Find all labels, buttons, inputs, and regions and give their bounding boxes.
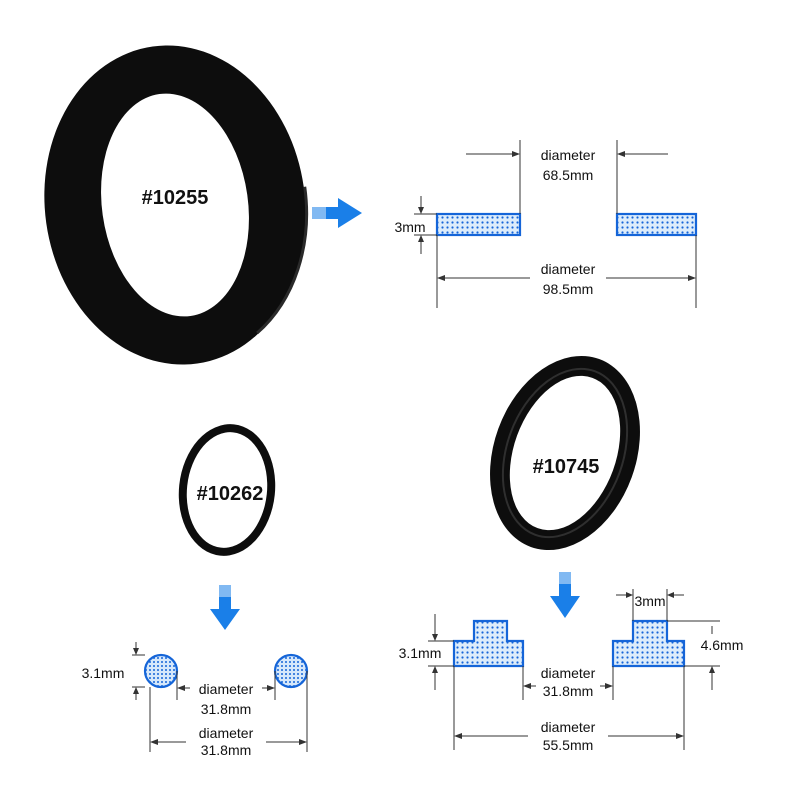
gasket-10262-part-number: #10262 (197, 483, 264, 505)
arrow-right-icon (312, 198, 362, 228)
gasket-10745-inner-lip (501, 367, 629, 539)
dim-10745-base-height: 3.1mm (399, 645, 442, 661)
gasket-10255-ring (44, 45, 306, 365)
dim-10255-outer-value: 98.5mm (543, 281, 594, 297)
gasket-10745-part-number: #10745 (533, 456, 600, 478)
gasket-10255-cross-section: diameter 68.5mm 3mm diameter 98.5mm (394, 140, 698, 308)
arrow-down-icon (550, 572, 580, 618)
section-10745-left (452, 619, 525, 668)
dim-10745-outer-label: diameter (541, 719, 596, 735)
gasket-10262: #10262 (178, 424, 276, 556)
gasket-10255: #10255 (44, 45, 309, 365)
dim-10745-outer-value: 55.5mm (543, 737, 594, 753)
dim-10745-inner-label: diameter (541, 665, 596, 681)
dim-10262-inner-label: diameter (199, 681, 254, 697)
gasket-10745-ring (490, 355, 640, 551)
section-10255-right (615, 212, 698, 237)
dim-10255-outer-label: diameter (541, 261, 596, 277)
dim-10262-thickness: 3.1mm (82, 665, 125, 681)
dim-10745-inner-value: 31.8mm (543, 683, 594, 699)
dim-10262-outer-value: 31.8mm (201, 742, 252, 758)
dim-10255-thickness: 3mm (394, 219, 425, 235)
dim-10745-step-width: 3mm (634, 593, 665, 609)
gasket-10745: #10745 (490, 355, 640, 551)
gasket-10255-edge-highlight (51, 47, 309, 362)
section-10262-right (273, 653, 309, 689)
dim-10255-inner-value: 68.5mm (543, 167, 594, 183)
gasket-10745-cross-section: 3mm 3.1mm 4.6mm diameter 31.8mm diameter (399, 589, 744, 753)
dim-10745-total-height: 4.6mm (701, 637, 744, 653)
dim-10262-outer-label: diameter (199, 725, 254, 741)
section-10745-right (611, 619, 686, 668)
section-10255-left (435, 212, 522, 237)
section-10262-left (143, 653, 179, 689)
dim-10255-inner-label: diameter (541, 147, 596, 163)
gasket-10255-part-number: #10255 (142, 187, 209, 209)
gasket-10262-cross-section: 3.1mm diameter 31.8mm diameter 31.8mm (82, 642, 309, 758)
arrow-down-icon (210, 585, 240, 630)
dim-10262-inner-value: 31.8mm (201, 701, 252, 717)
